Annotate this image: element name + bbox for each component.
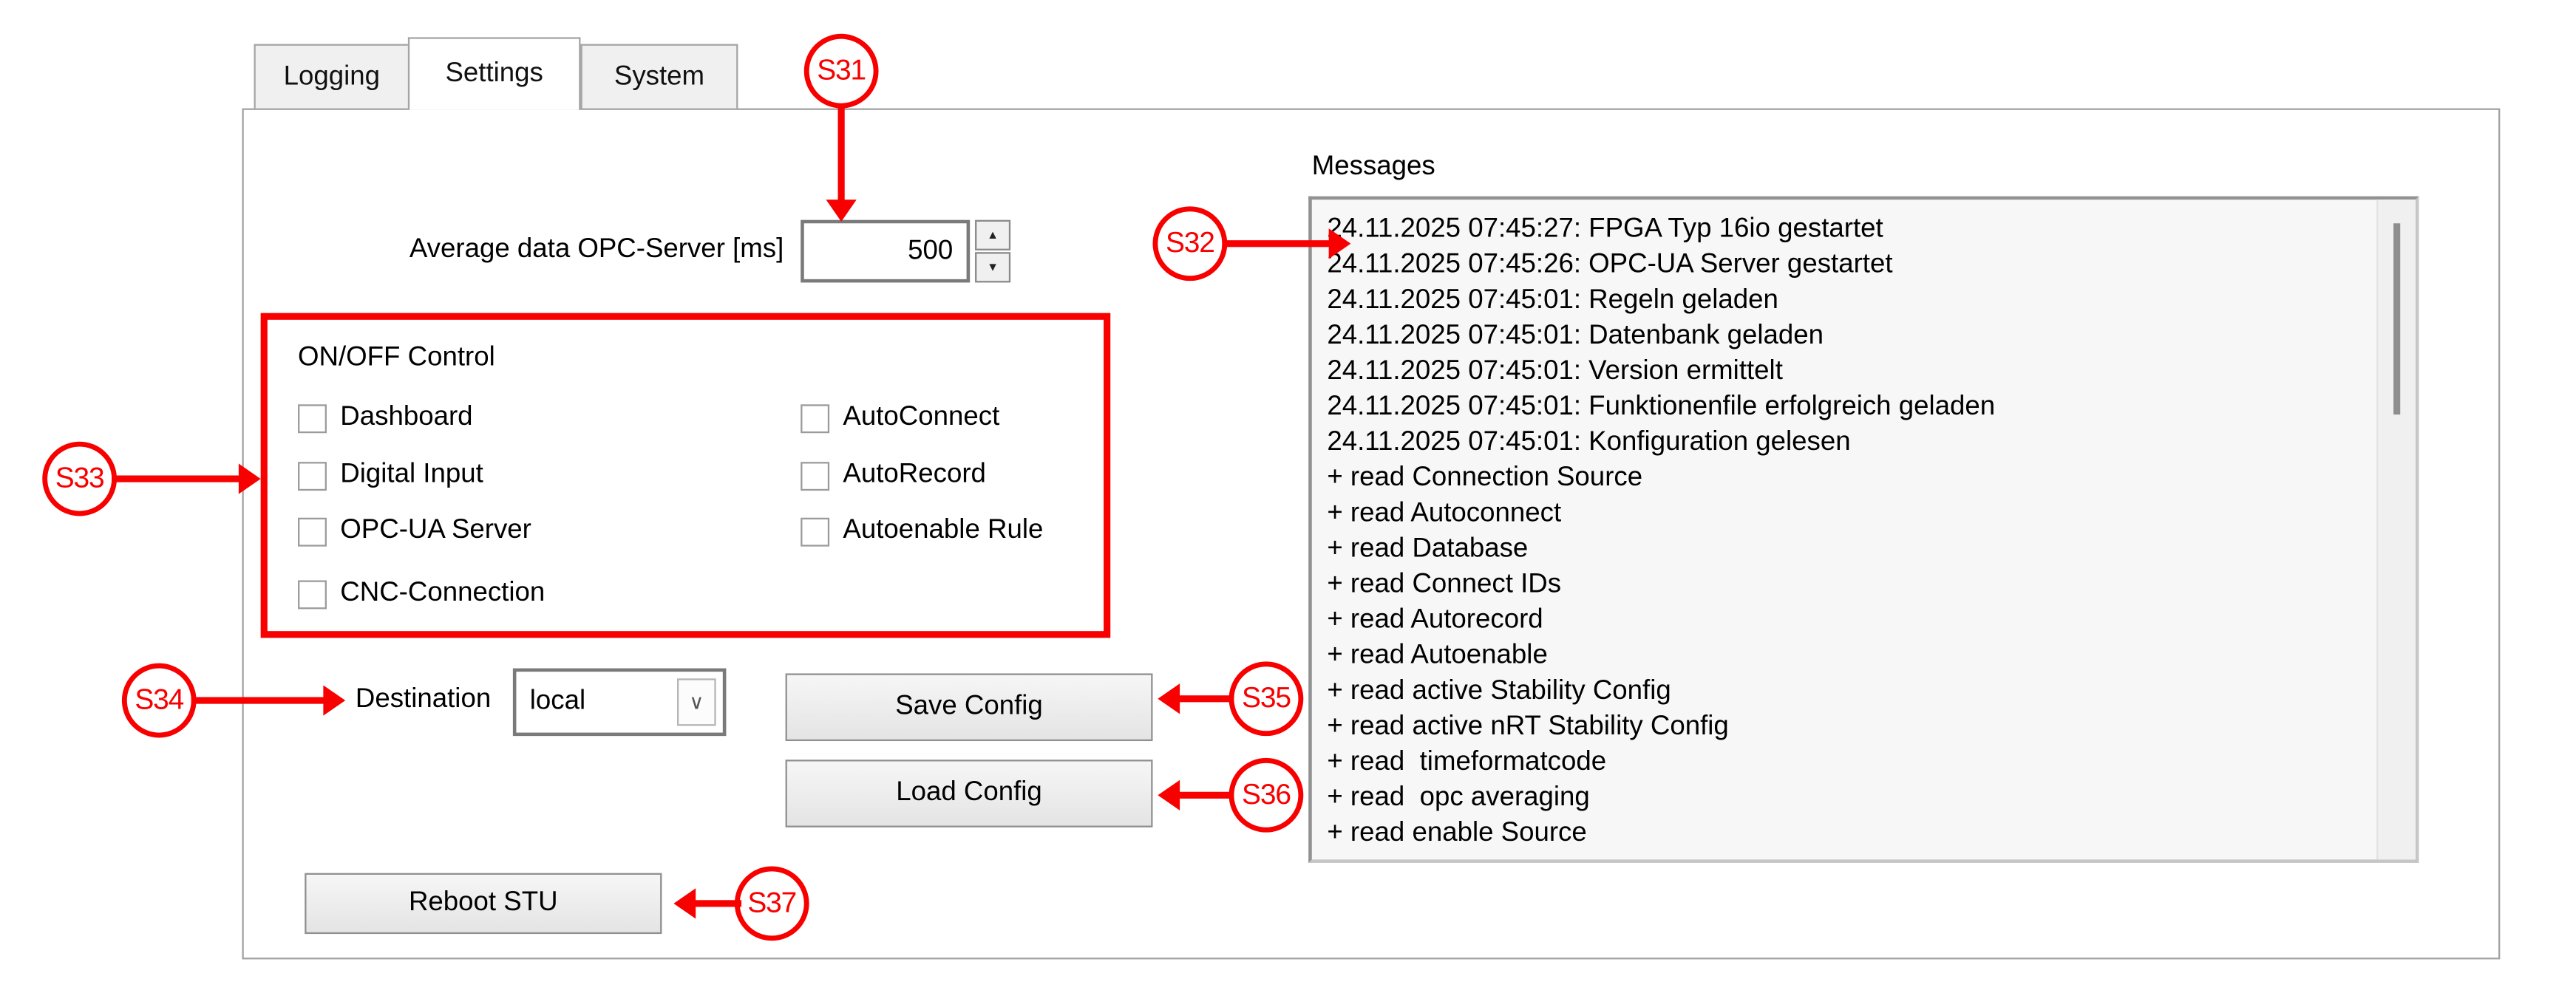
tab-logging[interactable]: Logging — [254, 44, 410, 109]
checkbox-label: Autoenable Rule — [843, 516, 1044, 545]
messages-lines: 24.11.2025 07:45:27: FPGA Typ 16io gesta… — [1312, 199, 2376, 859]
checkbox-autoconnect[interactable]: AutoConnect — [801, 401, 999, 435]
message-line: + read Autorecord — [1327, 605, 1543, 635]
callout-s34-label: S34 — [135, 683, 184, 716]
tab-settings[interactable]: Settings — [407, 37, 581, 110]
checkbox-digital-input[interactable]: Digital Input — [298, 459, 483, 493]
callout-s31-arrow-icon — [826, 199, 857, 222]
callout-s35: S35 — [1228, 661, 1304, 737]
message-line: 24.11.2025 07:45:01: Regeln geladen — [1327, 286, 1778, 315]
messages-listbox[interactable]: 24.11.2025 07:45:27: FPGA Typ 16io gesta… — [1308, 196, 2419, 863]
message-line: 24.11.2025 07:45:01: Konfiguration geles… — [1327, 428, 1851, 457]
callout-s32-line — [1222, 240, 1331, 248]
callout-s31-line — [837, 104, 845, 203]
message-line: 24.11.2025 07:45:01: Funktionenfile erfo… — [1327, 392, 1996, 422]
checkbox-label: Digital Input — [340, 460, 483, 489]
checkbox-icon[interactable] — [298, 579, 327, 609]
checkbox-icon[interactable] — [298, 516, 327, 546]
chevron-down-icon[interactable]: ∨ — [677, 678, 716, 726]
callout-s36-arrow-icon — [1158, 779, 1180, 811]
down-arrow-icon: ▼ — [987, 261, 999, 273]
checkbox-opcua-server[interactable]: OPC-UA Server — [298, 514, 531, 548]
scrollbar-thumb[interactable] — [2393, 223, 2401, 415]
checkbox-icon[interactable] — [298, 403, 327, 433]
destination-label: Destination — [355, 685, 492, 714]
message-line: + read Connection Source — [1327, 463, 1643, 493]
message-line: + read opc averaging — [1327, 783, 1590, 813]
checkbox-autorecord[interactable]: AutoRecord — [801, 459, 986, 493]
up-arrow-icon: ▲ — [987, 229, 999, 242]
callout-s35-line — [1177, 695, 1233, 703]
average-opc-label: Average data OPC-Server [ms] — [409, 235, 784, 265]
callout-s37-arrow-icon — [673, 888, 696, 919]
average-opc-input[interactable] — [803, 223, 967, 279]
destination-dropdown[interactable]: local ∨ — [512, 668, 727, 737]
message-line: + read Connect IDs — [1327, 570, 1562, 599]
tab-system-label: System — [614, 61, 705, 91]
callout-s33-arrow-icon — [238, 463, 261, 494]
message-line: + read active Stability Config — [1327, 677, 1671, 706]
checkbox-cnc-connection[interactable]: CNC-Connection — [298, 577, 545, 611]
message-line: + read timeformatcode — [1327, 748, 1607, 777]
callout-s34-line — [191, 697, 325, 704]
callout-s34: S34 — [121, 663, 197, 738]
callout-s31: S31 — [803, 33, 879, 109]
callout-s35-label: S35 — [1242, 681, 1291, 714]
callout-s37: S37 — [734, 866, 809, 941]
callout-s37-label: S37 — [747, 886, 797, 919]
checkbox-icon[interactable] — [801, 516, 830, 546]
message-line: 24.11.2025 07:45:26: OPC-UA Server gesta… — [1327, 250, 1893, 279]
callout-s32-label: S32 — [1165, 226, 1215, 259]
tab-settings-label: Settings — [445, 59, 543, 89]
callout-s33-line — [112, 475, 241, 482]
reboot-stu-label: Reboot STU — [408, 888, 558, 918]
load-config-label: Load Config — [896, 778, 1042, 808]
average-opc-spinbox[interactable] — [801, 219, 971, 283]
checkbox-icon[interactable] — [801, 461, 830, 490]
callout-s36-label: S36 — [1242, 778, 1291, 811]
vertical-scrollbar[interactable] — [2376, 199, 2416, 860]
checkbox-label: Dashboard — [340, 403, 473, 431]
spin-down-button[interactable]: ▼ — [975, 252, 1011, 283]
checkbox-label: AutoConnect — [843, 403, 1000, 431]
callout-s33-label: S33 — [55, 462, 105, 494]
load-config-button[interactable]: Load Config — [785, 760, 1153, 828]
callout-s33: S33 — [42, 441, 118, 516]
spin-up-button[interactable]: ▲ — [975, 219, 1011, 250]
onoff-control-highlight-box — [260, 313, 1111, 638]
save-config-label: Save Config — [895, 692, 1043, 721]
tab-logging-label: Logging — [283, 61, 381, 91]
checkbox-label: AutoRecord — [843, 460, 986, 489]
message-line: + read active nRT Stability Config — [1327, 712, 1729, 742]
message-line: + read Database — [1327, 534, 1529, 564]
callout-s34-arrow-icon — [323, 685, 346, 716]
checkbox-label: OPC-UA Server — [340, 516, 531, 545]
callout-s36: S36 — [1228, 757, 1304, 833]
checkbox-icon[interactable] — [298, 461, 327, 490]
message-line: + read enable Source — [1327, 819, 1587, 848]
callout-s37-line — [693, 900, 742, 907]
message-line: 24.11.2025 07:45:01: Version ermittelt — [1327, 357, 1783, 386]
checkbox-label: CNC-Connection — [340, 579, 546, 608]
destination-selected-value: local — [529, 686, 586, 716]
callout-s36-line — [1177, 791, 1233, 799]
callout-s32: S32 — [1152, 206, 1228, 281]
callout-s31-label: S31 — [817, 54, 866, 86]
callout-s35-arrow-icon — [1158, 683, 1180, 714]
reboot-stu-button[interactable]: Reboot STU — [305, 873, 662, 935]
messages-title: Messages — [1311, 152, 1435, 182]
checkbox-icon[interactable] — [801, 403, 830, 433]
checkbox-autoenable-rule[interactable]: Autoenable Rule — [801, 514, 1043, 548]
message-line: + read Autoconnect — [1327, 499, 1562, 528]
tab-system[interactable]: System — [580, 44, 738, 109]
checkbox-dashboard[interactable]: Dashboard — [298, 401, 473, 435]
save-config-button[interactable]: Save Config — [785, 673, 1153, 742]
message-line: 24.11.2025 07:45:27: FPGA Typ 16io gesta… — [1327, 214, 1883, 244]
message-line: 24.11.2025 07:45:01: Datenbank geladen — [1327, 321, 1824, 351]
callout-s32-arrow-icon — [1328, 228, 1351, 259]
message-line: + read Autoenable — [1327, 641, 1548, 670]
onoff-control-title: ON/OFF Control — [298, 343, 495, 372]
